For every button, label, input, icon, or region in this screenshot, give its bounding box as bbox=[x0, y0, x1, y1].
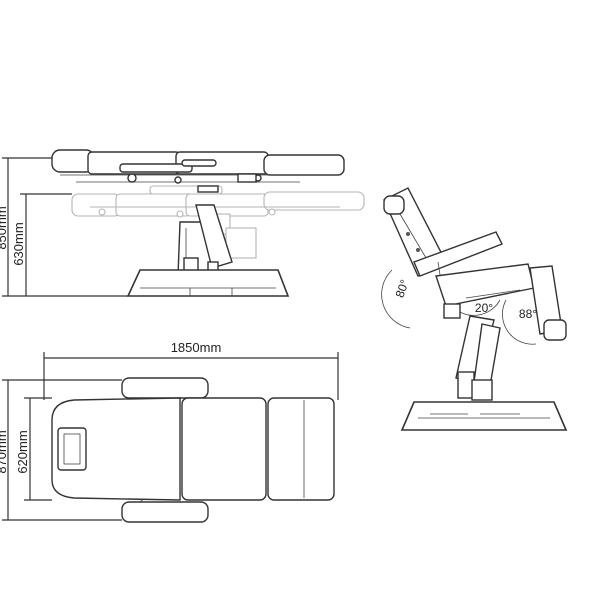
side-total-height-label: 850mm bbox=[0, 206, 9, 249]
top-back-section bbox=[51, 397, 181, 501]
top-width-dimension: 870mm 620mm bbox=[0, 379, 122, 521]
top-seat-section bbox=[181, 397, 267, 501]
side-view-base bbox=[126, 269, 290, 297]
top-length-dimension: 1850mm bbox=[43, 340, 339, 400]
leg-angle-arc bbox=[502, 299, 537, 345]
top-seat-width-label: 620mm bbox=[15, 430, 30, 473]
side-view-high-position bbox=[51, 149, 345, 193]
back-angle-arc bbox=[381, 269, 411, 329]
chair-seat-bracket bbox=[443, 303, 461, 319]
top-length-label: 1850mm bbox=[171, 340, 222, 355]
top-armrest-upper bbox=[121, 377, 209, 399]
side-min-height-label: 630mm bbox=[11, 222, 26, 265]
chair-footrest bbox=[543, 319, 567, 341]
chair-seat bbox=[435, 263, 535, 307]
chair-headrest bbox=[383, 195, 405, 215]
side-height-dimension: 850mm 630mm bbox=[0, 157, 128, 297]
seat-angle-label: 20° bbox=[475, 301, 493, 315]
side-view: 850mm 630mm bbox=[0, 149, 365, 297]
leg-angle-label: 88° bbox=[519, 307, 537, 321]
top-view: 1850mm 870mm 620mm bbox=[0, 340, 339, 523]
chair-armrest bbox=[413, 231, 503, 277]
side-view-column bbox=[177, 204, 233, 277]
top-total-width-label: 870mm bbox=[0, 430, 9, 473]
chair-base bbox=[400, 401, 568, 431]
chair-view: 80° 20° 88° bbox=[381, 187, 568, 431]
top-armrest-lower bbox=[121, 501, 209, 523]
top-face-hole bbox=[57, 427, 87, 471]
back-angle-label: 80° bbox=[393, 278, 412, 300]
top-leg-section bbox=[267, 397, 335, 501]
